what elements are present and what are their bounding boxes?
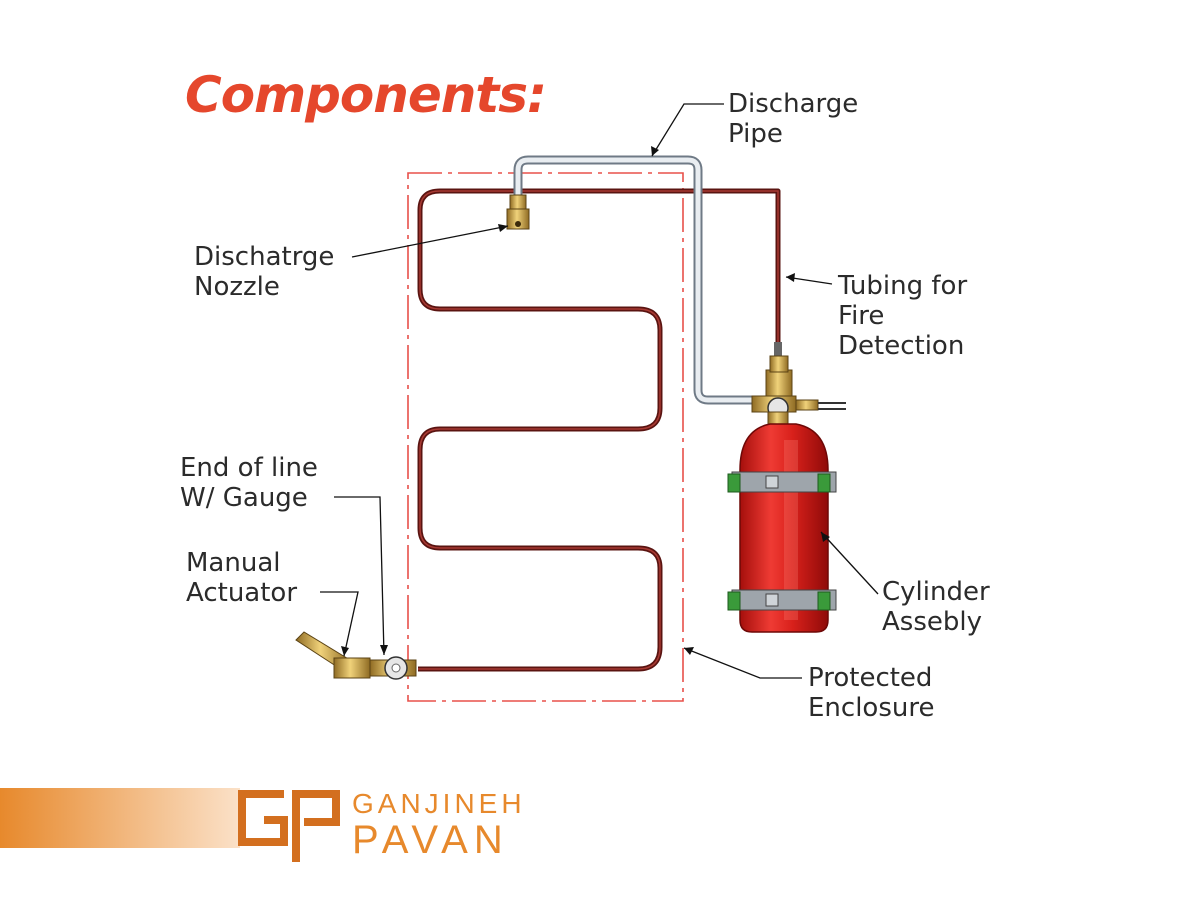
label-end-of-line-line2: W/ Gauge (180, 483, 308, 513)
label-manual-actuator: Manual Actuator (186, 548, 297, 608)
label-tubing-line1: Tubing for (838, 271, 968, 301)
cylinder-bracket-bottom (727, 589, 837, 611)
label-end-of-line: End of line W/ Gauge (180, 453, 318, 513)
label-discharge-pipe-line1: Discharge (728, 89, 859, 119)
discharge-pipe-highlight (515, 157, 770, 403)
logo-monogram-icon (238, 790, 340, 862)
label-manual-actuator-line2: Actuator (186, 578, 298, 608)
cylinder-bracket-top (727, 471, 837, 493)
label-enclosure-line1: Protected (808, 663, 933, 693)
page-title: Components: (185, 66, 547, 124)
leader-enclosure (683, 647, 802, 679)
detection-tubing-highlight (418, 190, 779, 670)
logo-line2: PAVAN (352, 818, 509, 862)
label-discharge-pipe: Discharge Pipe (728, 89, 858, 149)
label-tubing-line2: Fire (838, 301, 885, 331)
label-manual-actuator-line1: Manual (186, 548, 281, 578)
discharge-nozzle (506, 194, 530, 230)
label-discharge-nozzle: Dischatrge Nozzle (194, 242, 334, 302)
leader-discharge-nozzle (351, 225, 509, 258)
bottom-banner (0, 788, 240, 848)
end-of-line-gauge (369, 656, 417, 680)
label-discharge-nozzle-line1: Dischatrge (194, 242, 335, 272)
label-tubing-line3: Detection (838, 331, 965, 361)
discharge-pipe (513, 155, 770, 405)
leader-cylinder (820, 531, 879, 595)
leader-end-of-line (334, 496, 385, 656)
logo-wordmark: GANJINEH PAVAN (352, 788, 526, 862)
label-discharge-pipe-line2: Pipe (728, 119, 783, 149)
label-enclosure-line2: Enclosure (808, 693, 935, 723)
label-discharge-nozzle-line2: Nozzle (194, 272, 280, 302)
label-tubing: Tubing for Fire Detection (838, 271, 967, 361)
leader-manual-actuator (320, 591, 359, 657)
label-cylinder: Cylinder Assebly (882, 577, 990, 637)
label-cylinder-line1: Cylinder (882, 577, 990, 607)
label-cylinder-line2: Assebly (882, 607, 982, 637)
leader-discharge-pipe (651, 103, 724, 157)
logo-line1: GANJINEH (352, 788, 526, 819)
label-enclosure: Protected Enclosure (808, 663, 934, 723)
protected-enclosure-outline (407, 172, 684, 702)
cylinder-valve (751, 342, 846, 425)
leader-arrowheads (341, 146, 830, 656)
detection-tubing (417, 188, 781, 672)
leader-lines (320, 103, 879, 679)
manual-actuator (295, 631, 371, 679)
label-end-of-line-line1: End of line (180, 453, 318, 483)
